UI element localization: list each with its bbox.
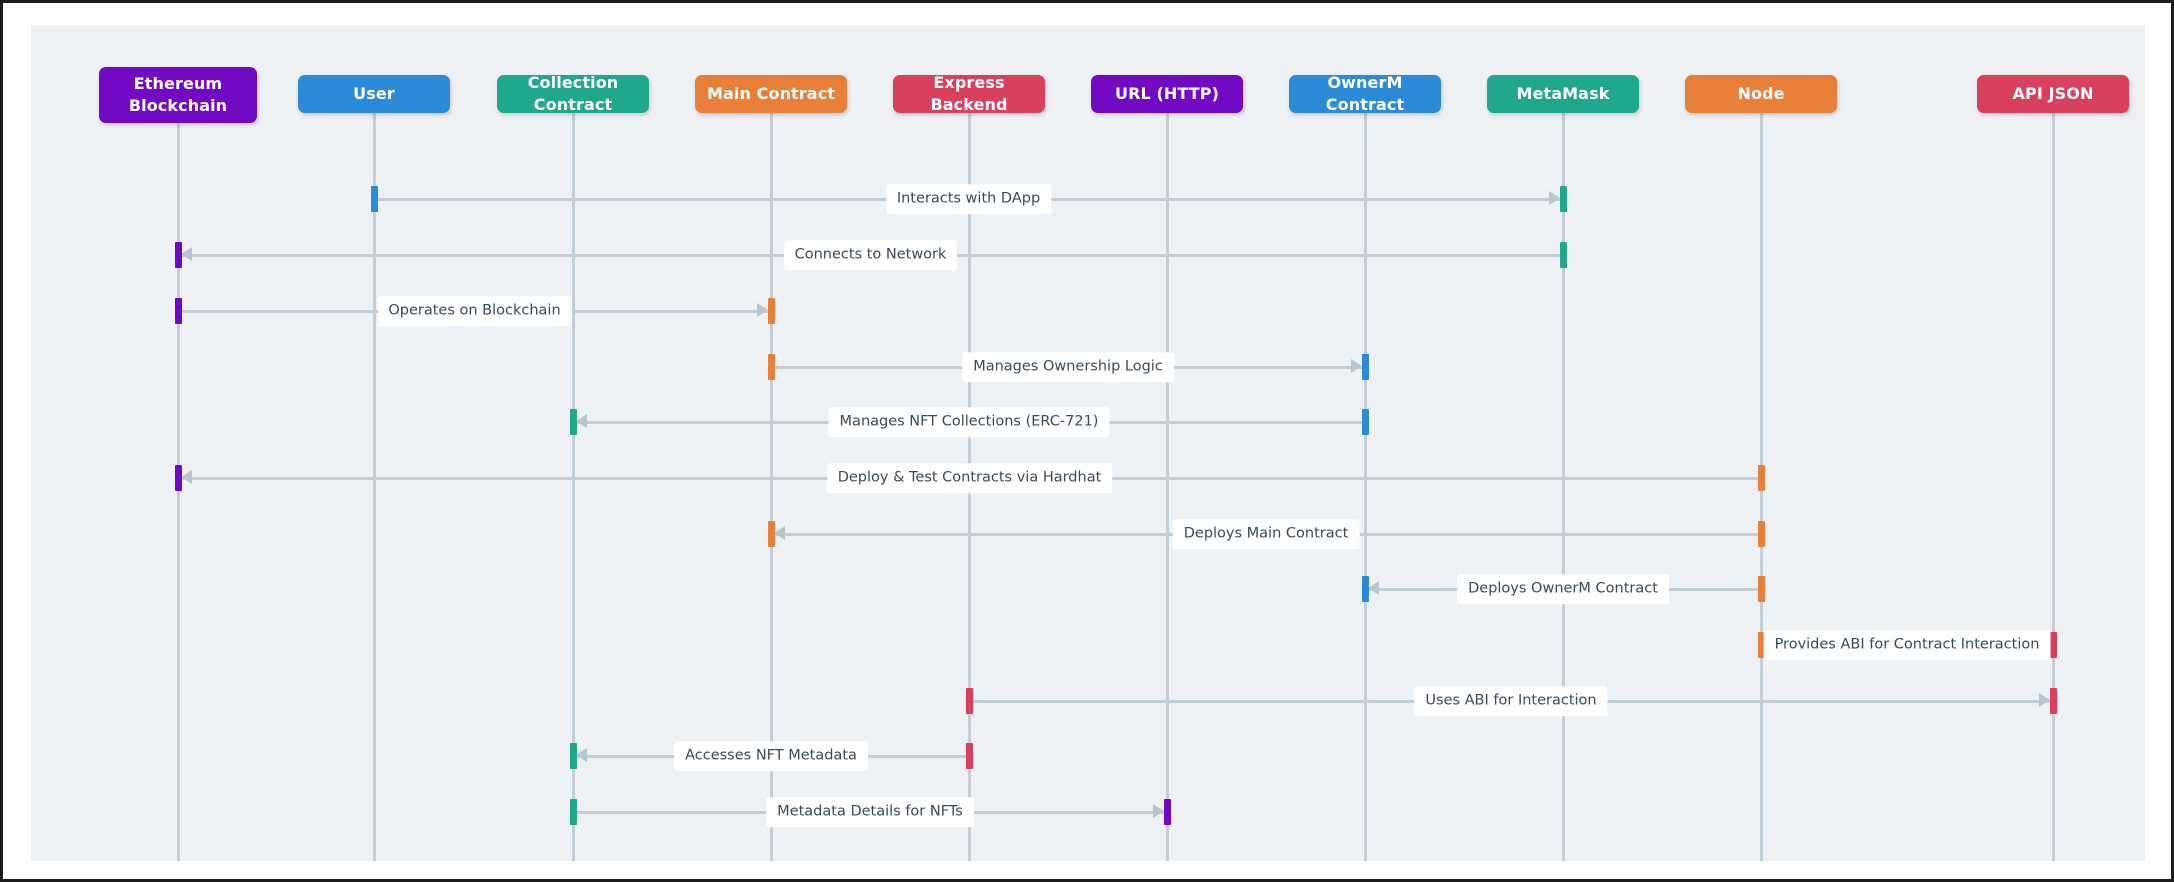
activation-bar-user-0 xyxy=(371,186,378,212)
activation-bar-main-3 xyxy=(768,354,775,380)
activation-bar-owner-4 xyxy=(1362,409,1369,435)
participant-main[interactable]: Main Contract xyxy=(695,75,847,113)
activation-bar-url-11 xyxy=(1164,799,1171,825)
message-arrowhead-0 xyxy=(1549,191,1560,205)
message-arrowhead-10 xyxy=(576,748,587,762)
message-label-10: Accesses NFT Metadata xyxy=(674,741,868,771)
lifeline-user xyxy=(373,113,376,861)
participant-node[interactable]: Node xyxy=(1685,75,1837,113)
activation-bar-eth-1 xyxy=(175,242,182,268)
participant-url[interactable]: URL (HTTP) xyxy=(1091,75,1243,113)
activation-bar-coll-4 xyxy=(570,409,577,435)
lifeline-url xyxy=(1166,113,1169,861)
activation-bar-eth-5 xyxy=(175,465,182,491)
activation-bar-node-8 xyxy=(1758,632,1765,658)
participant-eth[interactable]: Ethereum Blockchain xyxy=(99,67,257,123)
lifeline-eth xyxy=(177,123,180,861)
sequence-diagram-canvas: Ethereum Blockchain User Collection Contra… xyxy=(31,25,2145,861)
message-arrowhead-1 xyxy=(181,247,192,261)
message-arrowhead-3 xyxy=(1351,359,1362,373)
activation-bar-node-6 xyxy=(1758,521,1765,547)
activation-bar-exp-9 xyxy=(966,688,973,714)
activation-bar-main-6 xyxy=(768,521,775,547)
participant-user[interactable]: User xyxy=(298,75,450,113)
message-label-2: Operates on Blockchain xyxy=(377,296,572,326)
message-arrowhead-7 xyxy=(1368,581,1379,595)
participant-owner[interactable]: OwnerM Contract xyxy=(1289,73,1441,114)
activation-bar-coll-10 xyxy=(570,743,577,769)
message-label-1: Connects to Network xyxy=(783,240,958,270)
activation-bar-node-7 xyxy=(1758,576,1765,602)
message-label-3: Manages Ownership Logic xyxy=(962,352,1174,382)
message-label-0: Interacts with DApp xyxy=(885,184,1052,214)
activation-bar-api-9 xyxy=(2050,688,2057,714)
participant-mm[interactable]: MetaMask xyxy=(1487,75,1639,113)
activation-bar-eth-2 xyxy=(175,298,182,324)
message-arrowhead-6 xyxy=(774,526,785,540)
lifeline-coll xyxy=(572,113,575,861)
activation-bar-node-5 xyxy=(1758,465,1765,491)
message-label-4: Manages NFT Collections (ERC-721) xyxy=(828,407,1110,437)
message-arrowhead-2 xyxy=(757,303,768,317)
message-arrowhead-5 xyxy=(181,470,192,484)
message-label-5: Deploy & Test Contracts via Hardhat xyxy=(826,463,1113,493)
participant-exp[interactable]: Express Backend xyxy=(893,73,1045,114)
activation-bar-api-8 xyxy=(2050,632,2057,658)
message-label-9: Uses ABI for Interaction xyxy=(1414,686,1608,716)
message-label-11: Metadata Details for NFTs xyxy=(766,797,974,827)
activation-bar-exp-10 xyxy=(966,743,973,769)
activation-bar-mm-1 xyxy=(1560,242,1567,268)
message-arrowhead-9 xyxy=(2039,693,2050,707)
lifeline-api xyxy=(2052,113,2055,861)
activation-bar-mm-0 xyxy=(1560,186,1567,212)
message-arrowhead-4 xyxy=(576,414,587,428)
message-label-7: Deploys OwnerM Contract xyxy=(1457,574,1669,604)
activation-bar-owner-7 xyxy=(1362,576,1369,602)
lifeline-owner xyxy=(1364,113,1367,861)
message-arrowhead-11 xyxy=(1153,804,1164,818)
activation-bar-coll-11 xyxy=(570,799,577,825)
participant-api[interactable]: API JSON xyxy=(1977,75,2129,113)
activation-bar-owner-3 xyxy=(1362,354,1369,380)
message-label-6: Deploys Main Contract xyxy=(1172,519,1360,549)
participant-coll[interactable]: Collection Contract xyxy=(497,73,649,114)
lifeline-main xyxy=(770,113,773,861)
lifeline-mm xyxy=(1562,113,1565,861)
message-label-8: Provides ABI for Contract Interaction xyxy=(1763,630,2051,660)
activation-bar-main-2 xyxy=(768,298,775,324)
